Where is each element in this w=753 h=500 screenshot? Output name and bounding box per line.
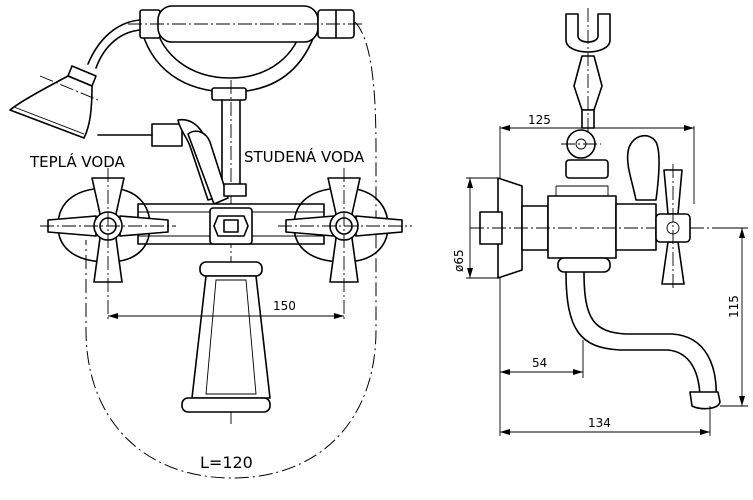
diverter-knob (561, 129, 609, 179)
shower-cradle (139, 23, 319, 187)
dim-54-label: 54 (532, 356, 547, 370)
hose-length-label: L=120 (200, 453, 253, 472)
side-body (470, 185, 712, 259)
dim-150-label: 150 (273, 299, 296, 313)
hot-water-label: TEPLÁ VODA (29, 152, 126, 171)
dim-150 (108, 313, 344, 319)
cold-water-label: STUDENÁ VODA (244, 147, 365, 166)
spout-front (181, 261, 271, 413)
dim-diameter (466, 177, 498, 279)
dim-134 (500, 406, 711, 436)
mixer-body (137, 183, 325, 245)
side-handle (655, 164, 691, 290)
shower-head (9, 65, 99, 139)
dim-115-label: 115 (727, 295, 741, 318)
hot-handle (40, 168, 176, 322)
dim-54 (499, 278, 584, 436)
dim-125-label: 125 (528, 113, 551, 127)
side-view (466, 8, 748, 436)
dim-115 (712, 227, 748, 407)
shower-hook (565, 8, 611, 138)
spout-side (557, 257, 721, 410)
hose-outline (85, 21, 377, 479)
hose-neck (87, 19, 141, 69)
front-view (9, 5, 412, 479)
dim-125 (499, 125, 695, 204)
shower-handle (128, 5, 364, 43)
diverter-lever (97, 118, 229, 205)
side-lever (626, 134, 660, 201)
cold-handle (278, 168, 412, 322)
dim-134-label: 134 (588, 416, 611, 430)
dim-diameter-label: ø65 (452, 249, 466, 272)
